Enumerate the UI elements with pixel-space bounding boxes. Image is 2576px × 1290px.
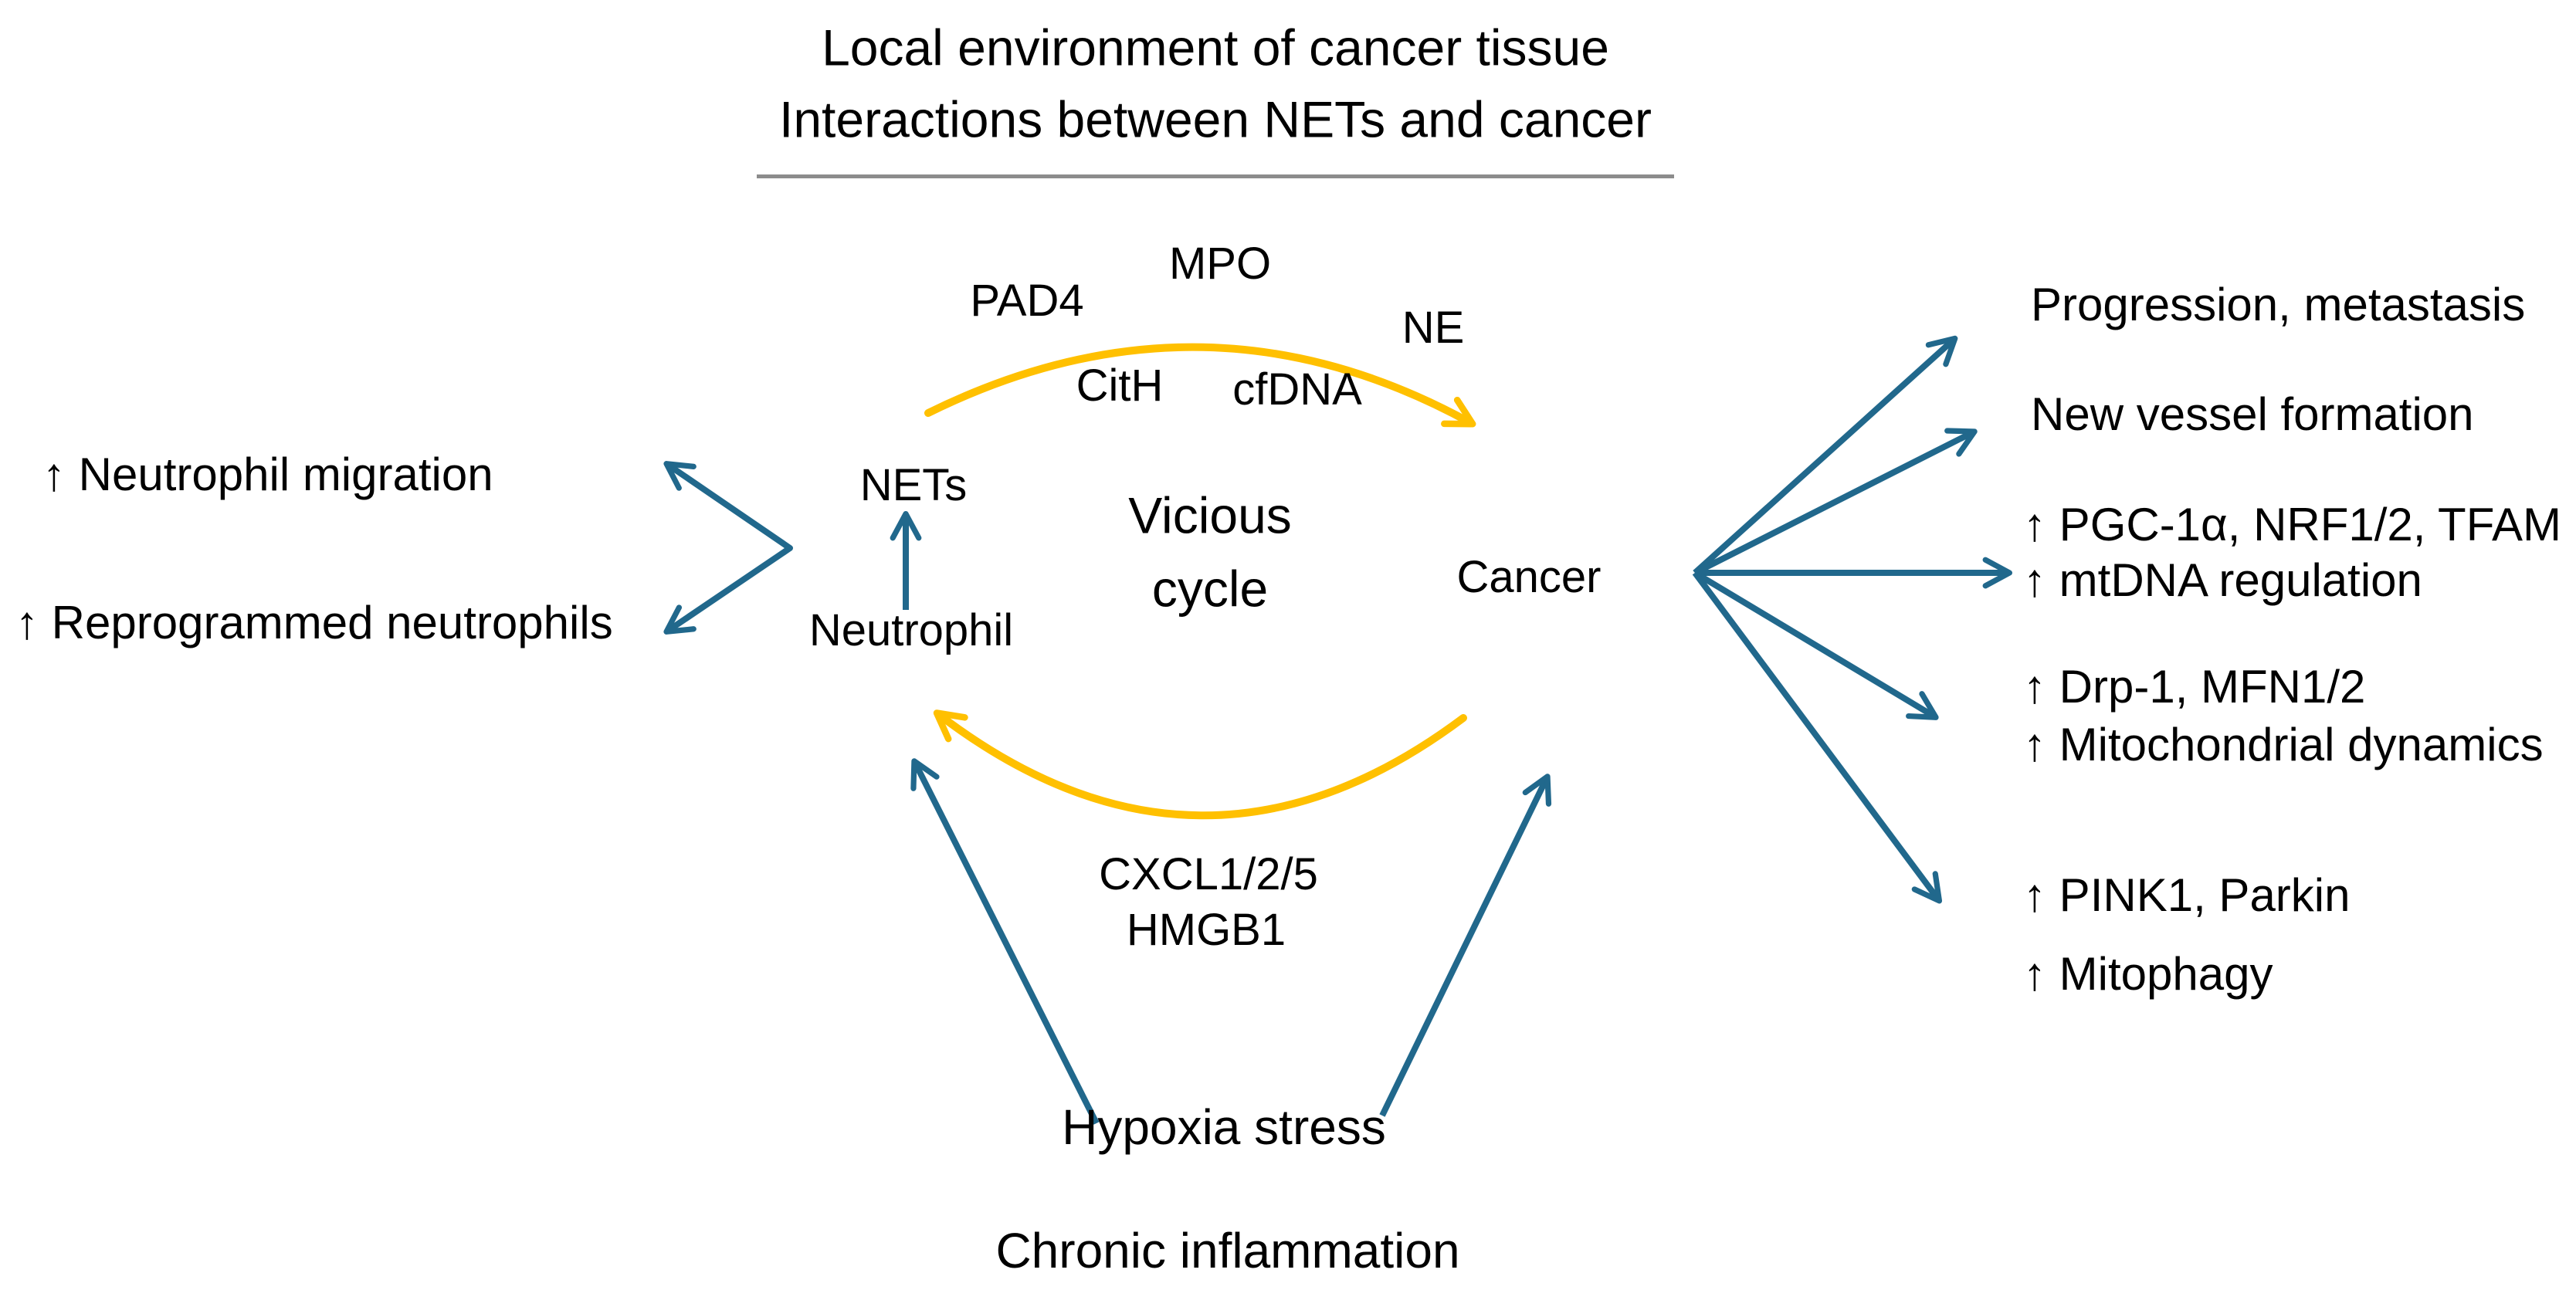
title-divider-line [757, 174, 1674, 178]
cycle-arrow-cancer-to-neutrophil [933, 709, 1467, 820]
right-effect-progression-metastasis: Progression, metastasis [2031, 279, 2526, 330]
left-effect-neutrophil-migration: ↑ Neutrophil migration [42, 449, 493, 500]
diagram-title-line1: Local environment of cancer tissue [822, 19, 1609, 76]
stressor-chronic-inflammation: Chronic inflammation [995, 1222, 1460, 1278]
arrow-stress-to-cancer [1379, 774, 1552, 1117]
right-effect-mitophagy: ↑ Mitophagy [2023, 948, 2273, 1000]
left-effect-reprogrammed-neutrophils: ↑ Reprogrammed neutrophils [15, 597, 613, 648]
cycle-arrow-nets-to-cancer [924, 343, 1476, 428]
node-neutrophil: Neutrophil [808, 605, 1014, 656]
vicious-cycle-label-line2: cycle [1151, 560, 1269, 618]
right-effect-new-vessel-formation: New vessel formation [2031, 388, 2474, 440]
arrow-stress-to-neutrophil [910, 758, 1100, 1125]
mediator-cfdna: cfDNA [1232, 364, 1362, 415]
mediator-mpo: MPO [1168, 239, 1272, 289]
arrow-cancer-to-progression [1693, 335, 1958, 575]
right-effect-mitochondrial-dynamics: ↑ Mitochondrial dynamics [2023, 719, 2544, 770]
right-effect-mtdna-regulation: ↑ mtDNA regulation [2023, 554, 2422, 606]
mediator-cxcl: CXCL1/2/5 [1099, 849, 1318, 900]
vicious-cycle-label-line1: Vicious [1128, 486, 1292, 544]
arrow-cancer-to-vessel-formation [1693, 428, 1978, 576]
arrow-nets-to-left-effects [663, 461, 793, 635]
right-effect-pink1-parkin: ↑ PINK1, Parkin [2023, 869, 2351, 921]
arrow-cancer-to-mitochondrial-dynamics [1693, 570, 1939, 720]
mediator-ne: NE [1402, 303, 1465, 354]
mediator-pad4: PAD4 [970, 276, 1084, 327]
node-nets: NETs [859, 460, 968, 511]
mediator-cith: CitH [1076, 361, 1164, 411]
stressor-hypoxia: Hypoxia stress [1062, 1099, 1386, 1155]
right-effect-drp1-mfn: ↑ Drp-1, MFN1/2 [2023, 661, 2366, 713]
right-effect-pgc1a-nrf-tfam: ↑ PGC-1α, NRF1/2, TFAM [2023, 499, 2562, 550]
mediator-hmgb1: HMGB1 [1126, 905, 1286, 956]
arrow-cancer-to-mitophagy [1692, 571, 1943, 904]
node-cancer: Cancer [1456, 552, 1602, 603]
diagram-title-line2: Interactions between NETs and cancer [779, 90, 1652, 148]
